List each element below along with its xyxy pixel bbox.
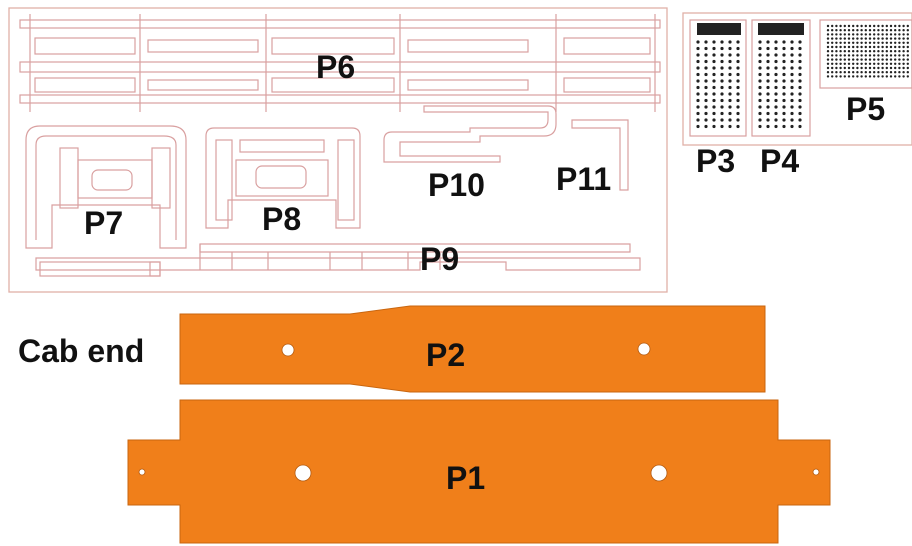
p11-part-outline (571, 119, 629, 191)
p1-label: P1 (446, 460, 485, 496)
p4-label: P4 (760, 143, 799, 179)
p10-label: P10 (428, 167, 485, 203)
p3-label: P3 (696, 143, 735, 179)
p10-part-outline (383, 105, 557, 163)
p7-label: P7 (84, 205, 123, 241)
p5-part-outline (819, 19, 912, 89)
p8-label: P8 (262, 201, 301, 237)
p4-part-outline (751, 19, 811, 137)
p9-part-outline (35, 243, 641, 277)
p6-label: P6 (316, 49, 355, 85)
p1-part (127, 399, 831, 544)
p2-part (179, 305, 766, 393)
cab-end-label: Cab end (18, 333, 144, 369)
p7-part-outline (25, 125, 187, 249)
p8-part-outline (205, 127, 361, 229)
p11-label: P11 (556, 161, 611, 197)
p5-label: P5 (846, 91, 885, 127)
p6-part-outline (19, 14, 661, 112)
p2-label: P2 (426, 337, 465, 373)
p9-label: P9 (420, 241, 459, 277)
parts-sheet-left (8, 7, 668, 293)
parts-sheet-right (682, 12, 912, 146)
p3-part-outline (689, 19, 747, 137)
